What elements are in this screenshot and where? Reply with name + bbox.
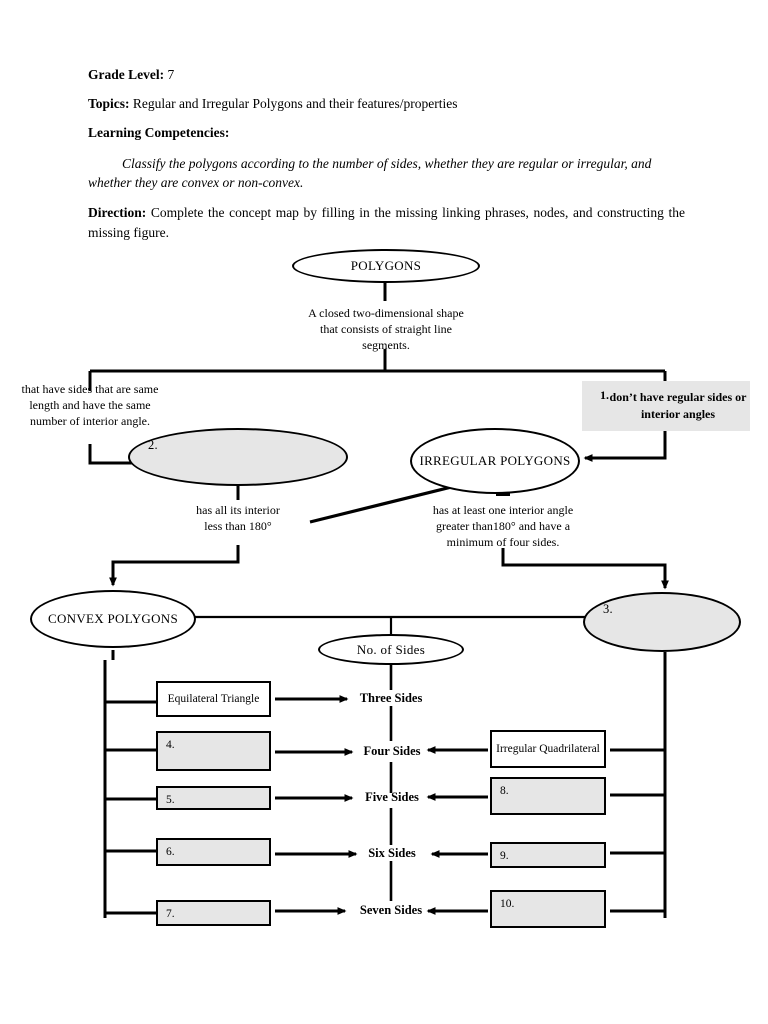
- node-polygons-label: POLYGONS: [350, 258, 422, 274]
- side-label-four: Four Sides: [363, 744, 421, 758]
- node-polygons[interactable]: POLYGONS: [292, 249, 480, 283]
- wire-band-to-irregular: [583, 430, 667, 462]
- phrase-root-definition: A closed two-dimensional shape that cons…: [308, 306, 464, 353]
- grade-level-label: Grade Level:: [88, 67, 165, 82]
- topics-value: Regular and Irregular Polygons and their…: [132, 96, 458, 112]
- box-10-blank[interactable]: 10.: [490, 890, 606, 928]
- box-7-number: 7.: [166, 908, 175, 920]
- band-irregular-text: don’t have regular sides or interior ang…: [609, 390, 747, 421]
- direction-text: Complete the concept map by filling in t…: [88, 205, 685, 240]
- box-9-blank[interactable]: 9.: [490, 842, 606, 868]
- node-2-blank[interactable]: 2.: [128, 428, 348, 486]
- grade-level-line: Grade Level: 7: [88, 66, 688, 84]
- band-irregular-link[interactable]: 1. don’t have regular sides or interior …: [582, 381, 750, 431]
- phrase-irregular-detail: has at least one interior angle greater …: [432, 503, 574, 550]
- node-2-number: 2.: [148, 438, 158, 452]
- node-3-number: 3.: [603, 602, 613, 616]
- box-irregular-quadrilateral[interactable]: Irregular Quadrilateral: [490, 730, 606, 768]
- competencies-line: Learning Competencies:: [88, 124, 688, 142]
- box-4-number: 4.: [166, 739, 175, 751]
- node-irregular-polygons-label: IRREGULAR POLYGONS: [419, 453, 571, 469]
- side-label-seven: Seven Sides: [359, 903, 423, 917]
- box-equilateral-triangle[interactable]: Equilateral Triangle: [156, 681, 271, 717]
- box-8-number: 8.: [500, 785, 509, 797]
- node-no-of-sides-label: No. of Sides: [356, 641, 426, 657]
- box-5-number: 5.: [166, 794, 175, 806]
- box-4-blank[interactable]: 4.: [156, 731, 271, 771]
- competencies-text: Classify the polygons according to the n…: [88, 155, 652, 191]
- box-5-blank[interactable]: 5.: [156, 786, 271, 810]
- worksheet-header: Grade Level: 7 Topics: Regular and Irreg…: [88, 66, 688, 193]
- phrase-regular-link: that have sides that are same length and…: [21, 382, 159, 429]
- node-3-blank[interactable]: 3.: [583, 592, 741, 652]
- node-convex-polygons[interactable]: CONVEX POLYGONS: [30, 590, 196, 648]
- box-equilateral-triangle-label: Equilateral Triangle: [167, 692, 260, 705]
- direction-block: Direction: Complete the concept map by f…: [88, 203, 685, 242]
- side-label-six: Six Sides: [368, 846, 416, 860]
- wire-phrase-to-node3: [501, 548, 669, 590]
- phrase-convex-link: has all its interior less than 180°: [196, 503, 280, 534]
- side-label-three: Three Sides: [359, 691, 423, 705]
- box-6-number: 6.: [166, 846, 175, 858]
- grade-level-value: 7: [167, 67, 175, 82]
- box-10-number: 10.: [500, 898, 515, 910]
- wire-phrase-to-convex: [109, 545, 240, 587]
- box-8-blank[interactable]: 8.: [490, 777, 606, 815]
- box-9-number: 9.: [500, 850, 509, 862]
- box-7-blank[interactable]: 7.: [156, 900, 271, 926]
- node-irregular-polygons[interactable]: IRREGULAR POLYGONS: [410, 428, 580, 494]
- competencies-label: Learning Competencies:: [88, 125, 230, 141]
- competencies-text-block: Classify the polygons according to the n…: [88, 154, 688, 193]
- node-convex-polygons-label: CONVEX POLYGONS: [48, 611, 178, 627]
- side-label-five: Five Sides: [365, 790, 419, 804]
- topics-line: Topics: Regular and Irregular Polygons a…: [88, 95, 688, 113]
- box-6-blank[interactable]: 6.: [156, 838, 271, 866]
- box-irregular-quadrilateral-label: Irregular Quadrilateral: [496, 742, 600, 755]
- band-irregular-number: 1.: [600, 388, 609, 402]
- node-no-of-sides[interactable]: No. of Sides: [318, 634, 464, 665]
- direction-label: Direction:: [88, 205, 147, 220]
- topics-label: Topics:: [88, 96, 130, 112]
